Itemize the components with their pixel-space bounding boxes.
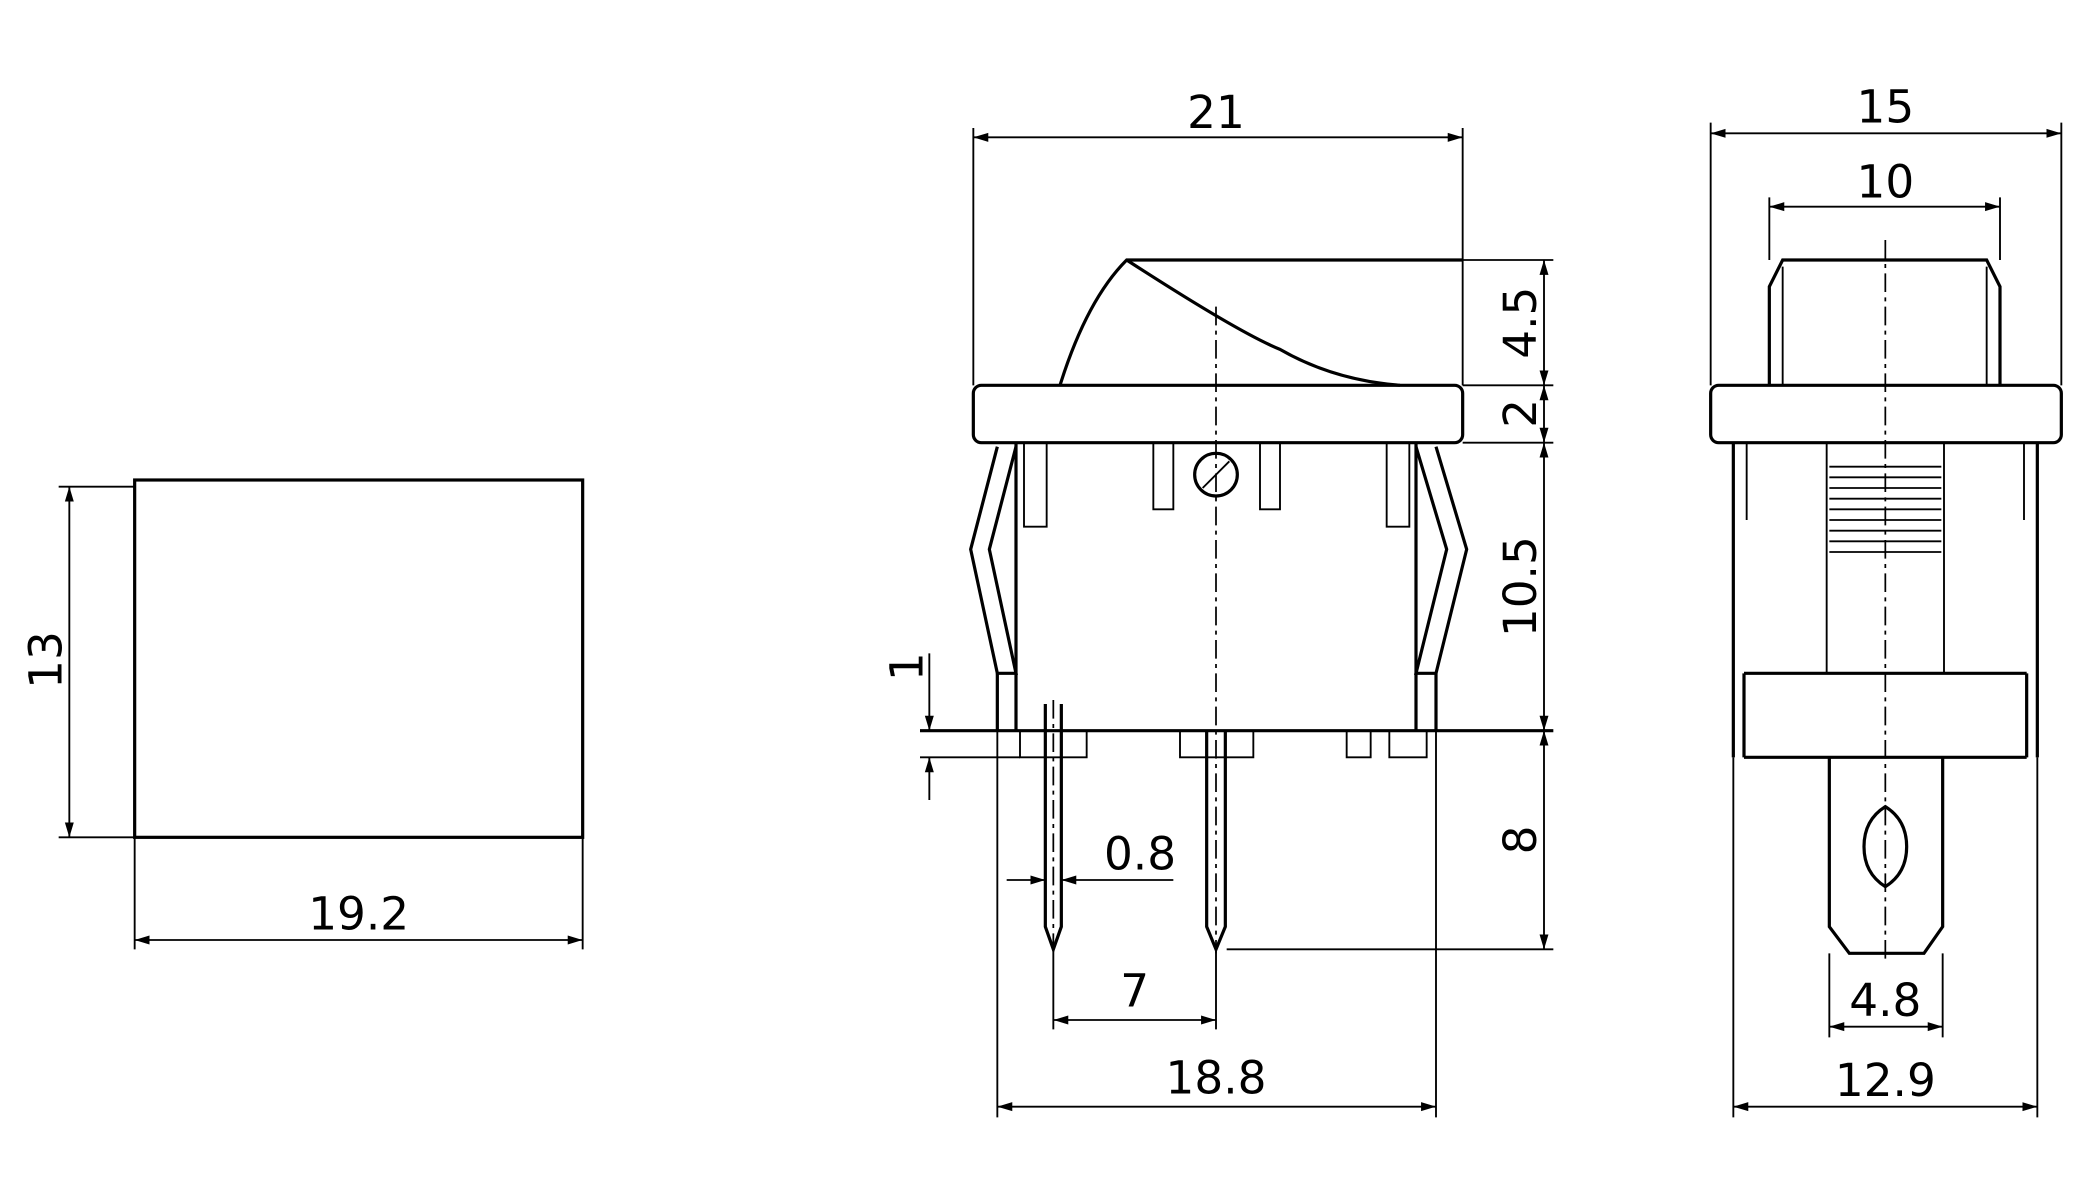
cutout-view: 13 19.2 <box>19 478 585 950</box>
end-view: 15 10 4.8 12.9 <box>1709 81 2063 1118</box>
body-outline <box>995 442 1438 731</box>
height-extensions <box>1226 259 1554 951</box>
base-step-label: 1 <box>881 652 934 681</box>
width-label: 19.2 <box>308 887 409 940</box>
body-ribs <box>1023 442 1411 528</box>
rocker-inner-lines <box>1781 266 1988 386</box>
right-clip <box>1413 446 1469 675</box>
rocker-end <box>1767 258 2002 386</box>
rocker-height-label: 4.5 <box>1494 287 1547 359</box>
bottom-extensions <box>996 730 1437 1118</box>
terminal-width-label: 4.8 <box>1849 974 1921 1027</box>
rocker-width-label: 10 <box>1856 155 1914 208</box>
width-extension-lines <box>133 837 584 950</box>
overall-width-label: 21 <box>1187 86 1245 139</box>
terminal-length-label: 8 <box>1494 826 1547 855</box>
end-overall-width-label: 15 <box>1856 81 1914 134</box>
flange <box>971 383 1465 445</box>
side-view: 21 4.5 2 10.5 8 1 0.8 7 18.8 <box>881 86 1554 1118</box>
body-width-label: 18.8 <box>1166 1051 1267 1104</box>
left-clip <box>969 446 1018 675</box>
body-end-inner <box>1745 442 2025 674</box>
bottom-end-extensions <box>1732 757 2039 1118</box>
height-label: 13 <box>19 631 72 689</box>
top-extensions <box>1709 122 2063 386</box>
rocker-curve <box>1125 258 1401 387</box>
terminal-tab <box>1827 757 1945 955</box>
body-height-label: 10.5 <box>1494 536 1547 637</box>
flange-thickness-label: 2 <box>1494 399 1547 428</box>
base-steps <box>1019 730 1428 759</box>
terminal-pitch-label: 7 <box>1120 965 1149 1018</box>
terminal-thickness-label: 0.8 <box>1104 827 1176 880</box>
cutout-outline <box>133 478 585 839</box>
end-body-width-label: 12.9 <box>1835 1054 1936 1107</box>
width21-extension <box>972 128 1464 386</box>
rocker-outline <box>1058 258 1463 386</box>
